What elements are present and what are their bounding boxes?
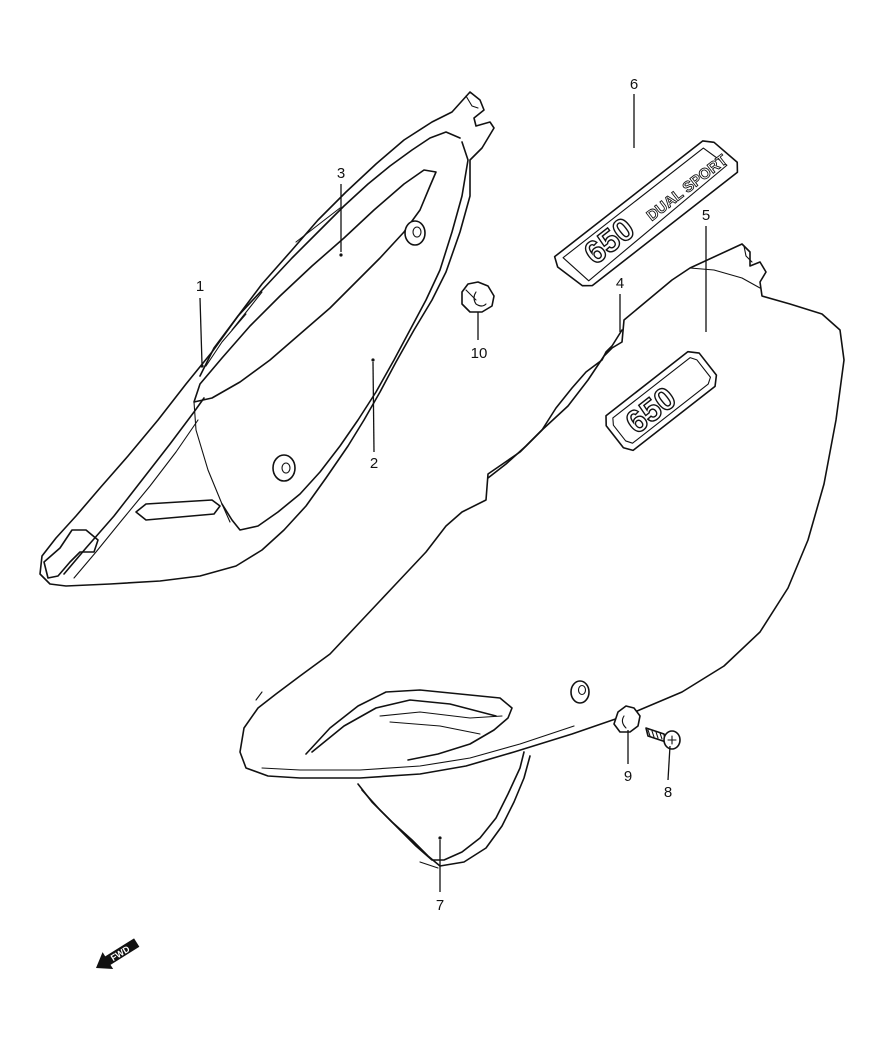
callout-6: 6 [630,76,638,93]
grommet-10 [461,281,495,313]
callout-10: 10 [471,345,488,362]
callout-8: 8 [664,784,672,801]
callout-2: 2 [370,455,378,472]
callout-5: 5 [702,207,710,224]
grommet-9 [613,705,641,733]
callout-4: 4 [616,275,624,292]
screw-8 [645,727,681,750]
callout-1: 1 [196,278,204,295]
leader-lines [199,94,707,892]
left-frame-cover [39,91,495,587]
callout-9: 9 [624,768,632,785]
lower-shield [357,751,531,869]
forward-direction-arrow: FWD [96,938,140,970]
callout-3: 3 [337,165,345,182]
callout-7: 7 [436,897,444,914]
callout-labels: 1 2 3 4 5 6 7 8 9 10 [196,76,710,914]
